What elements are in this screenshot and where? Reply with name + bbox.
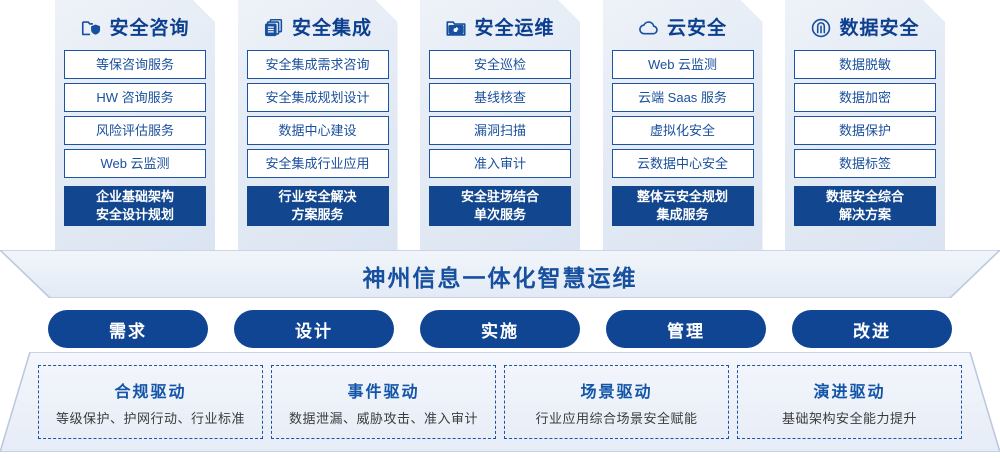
list-item[interactable]: 漏洞扫描 [429,116,571,145]
platform-banner: 神州信息一体化智慧运维 [0,250,1000,298]
column-footer-card[interactable]: 整体云安全规划 集成服务 [612,186,754,226]
list-item[interactable]: 数据保护 [794,116,936,145]
column-title: 安全咨询 [109,17,190,39]
column-header: 数据安全 [794,8,936,48]
list-item[interactable]: 云端 Saas 服务 [612,83,754,112]
list-item[interactable]: 安全集成规划设计 [247,83,389,112]
column-header: 云安全 [612,8,754,48]
driver-title: 合规驱动 [114,383,187,401]
capability-columns: 安全咨询 等保咨询服务 HW 咨询服务 风险评估服务 Web 云监测 企业基础架… [0,0,1000,250]
column-footer-card[interactable]: 数据安全综合 解决方案 [794,186,936,226]
driver-title: 场景驱动 [580,383,653,401]
stacked-documents-icon [263,17,285,39]
driver-incident[interactable]: 事件驱动 数据泄漏、威胁攻击、准入审计 [271,365,496,439]
column-header: 安全咨询 [64,8,206,48]
driver-compliance[interactable]: 合规驱动 等级保护、护网行动、行业标准 [38,365,263,439]
column-security-consulting[interactable]: 安全咨询 等保咨询服务 HW 咨询服务 风险评估服务 Web 云监测 企业基础架… [55,0,215,250]
driver-evolution[interactable]: 演进驱动 基础架构安全能力提升 [737,365,962,439]
list-item[interactable]: 安全巡检 [429,50,571,79]
footer-line: 方案服务 [291,207,344,222]
column-security-operations[interactable]: 安全运维 安全巡检 基线核查 漏洞扫描 准入审计 安全驻场结合 单次服务 [420,0,580,250]
pill-management[interactable]: 管理 [606,310,766,348]
column-security-integration[interactable]: 安全集成 安全集成需求咨询 安全集成规划设计 数据中心建设 安全集成行业应用 行… [238,0,398,250]
column-items: 数据脱敏 数据加密 数据保护 数据标签 数据安全综合 解决方案 [794,50,936,226]
list-item[interactable]: 数据加密 [794,83,936,112]
driver-subtitle: 行业应用综合场景安全赋能 [535,410,698,426]
column-header: 安全运维 [429,8,571,48]
folder-shield-icon [80,17,102,39]
driver-title: 演进驱动 [813,383,886,401]
driver-subtitle: 等级保护、护网行动、行业标准 [55,410,245,426]
driver-scenario[interactable]: 场景驱动 行业应用综合场景安全赋能 [504,365,729,439]
column-title: 安全集成 [291,17,372,39]
folder-chart-icon [445,17,467,39]
footer-line: 数据安全综合 [825,189,904,204]
list-item[interactable]: 准入审计 [429,149,571,178]
column-header: 安全集成 [247,8,389,48]
column-cloud-security[interactable]: 云安全 Web 云监测 云端 Saas 服务 虚拟化安全 云数据中心安全 整体云… [603,0,763,250]
footer-line: 安全驻场结合 [460,189,539,204]
list-item[interactable]: 安全集成行业应用 [247,149,389,178]
drivers-list: 合规驱动 等级保护、护网行动、行业标准 事件驱动 数据泄漏、威胁攻击、准入审计 … [0,352,1000,452]
column-items: 安全集成需求咨询 安全集成规划设计 数据中心建设 安全集成行业应用 行业安全解决… [247,50,389,226]
column-footer-card[interactable]: 行业安全解决 方案服务 [247,186,389,226]
footer-line: 行业安全解决 [278,189,357,204]
list-item[interactable]: Web 云监测 [64,149,206,178]
list-item[interactable]: 数据脱敏 [794,50,936,79]
footer-line: 整体云安全规划 [636,189,728,204]
column-items: Web 云监测 云端 Saas 服务 虚拟化安全 云数据中心安全 整体云安全规划… [612,50,754,226]
pill-requirement[interactable]: 需求 [48,310,208,348]
column-title: 数据安全 [839,17,920,39]
list-item[interactable]: HW 咨询服务 [64,83,206,112]
column-title: 云安全 [666,17,727,39]
list-item[interactable]: 等保咨询服务 [64,50,206,79]
list-item[interactable]: 基线核查 [429,83,571,112]
fingerprint-icon [810,17,832,39]
driver-subtitle: 数据泄漏、威胁攻击、准入审计 [288,410,478,426]
list-item[interactable]: 安全集成需求咨询 [247,50,389,79]
pill-implementation[interactable]: 实施 [420,310,580,348]
list-item[interactable]: 数据中心建设 [247,116,389,145]
column-items: 等保咨询服务 HW 咨询服务 风险评估服务 Web 云监测 企业基础架构 安全设… [64,50,206,226]
footer-line: 安全设计规划 [95,207,174,222]
footer-line: 解决方案 [838,207,891,222]
footer-line: 企业基础架构 [95,189,174,204]
footer-line: 集成服务 [656,207,709,222]
list-item[interactable]: 云数据中心安全 [612,149,754,178]
driver-subtitle: 基础架构安全能力提升 [781,410,917,426]
lifecycle-pills: 需求 设计 实施 管理 改进 [0,310,1000,348]
list-item[interactable]: 数据标签 [794,149,936,178]
column-footer-card[interactable]: 企业基础架构 安全设计规划 [64,186,206,226]
column-items: 安全巡检 基线核查 漏洞扫描 准入审计 安全驻场结合 单次服务 [429,50,571,226]
list-item[interactable]: Web 云监测 [612,50,754,79]
cloud-icon [638,17,660,39]
list-item[interactable]: 风险评估服务 [64,116,206,145]
column-title: 安全运维 [474,17,555,39]
driver-title: 事件驱动 [347,383,420,401]
platform-banner-title: 神州信息一体化智慧运维 [362,265,638,291]
column-data-security[interactable]: 数据安全 数据脱敏 数据加密 数据保护 数据标签 数据安全综合 解决方案 [785,0,945,250]
list-item[interactable]: 虚拟化安全 [612,116,754,145]
column-footer-card[interactable]: 安全驻场结合 单次服务 [429,186,571,226]
footer-line: 单次服务 [473,207,526,222]
pill-improvement[interactable]: 改进 [792,310,952,348]
pill-design[interactable]: 设计 [234,310,394,348]
